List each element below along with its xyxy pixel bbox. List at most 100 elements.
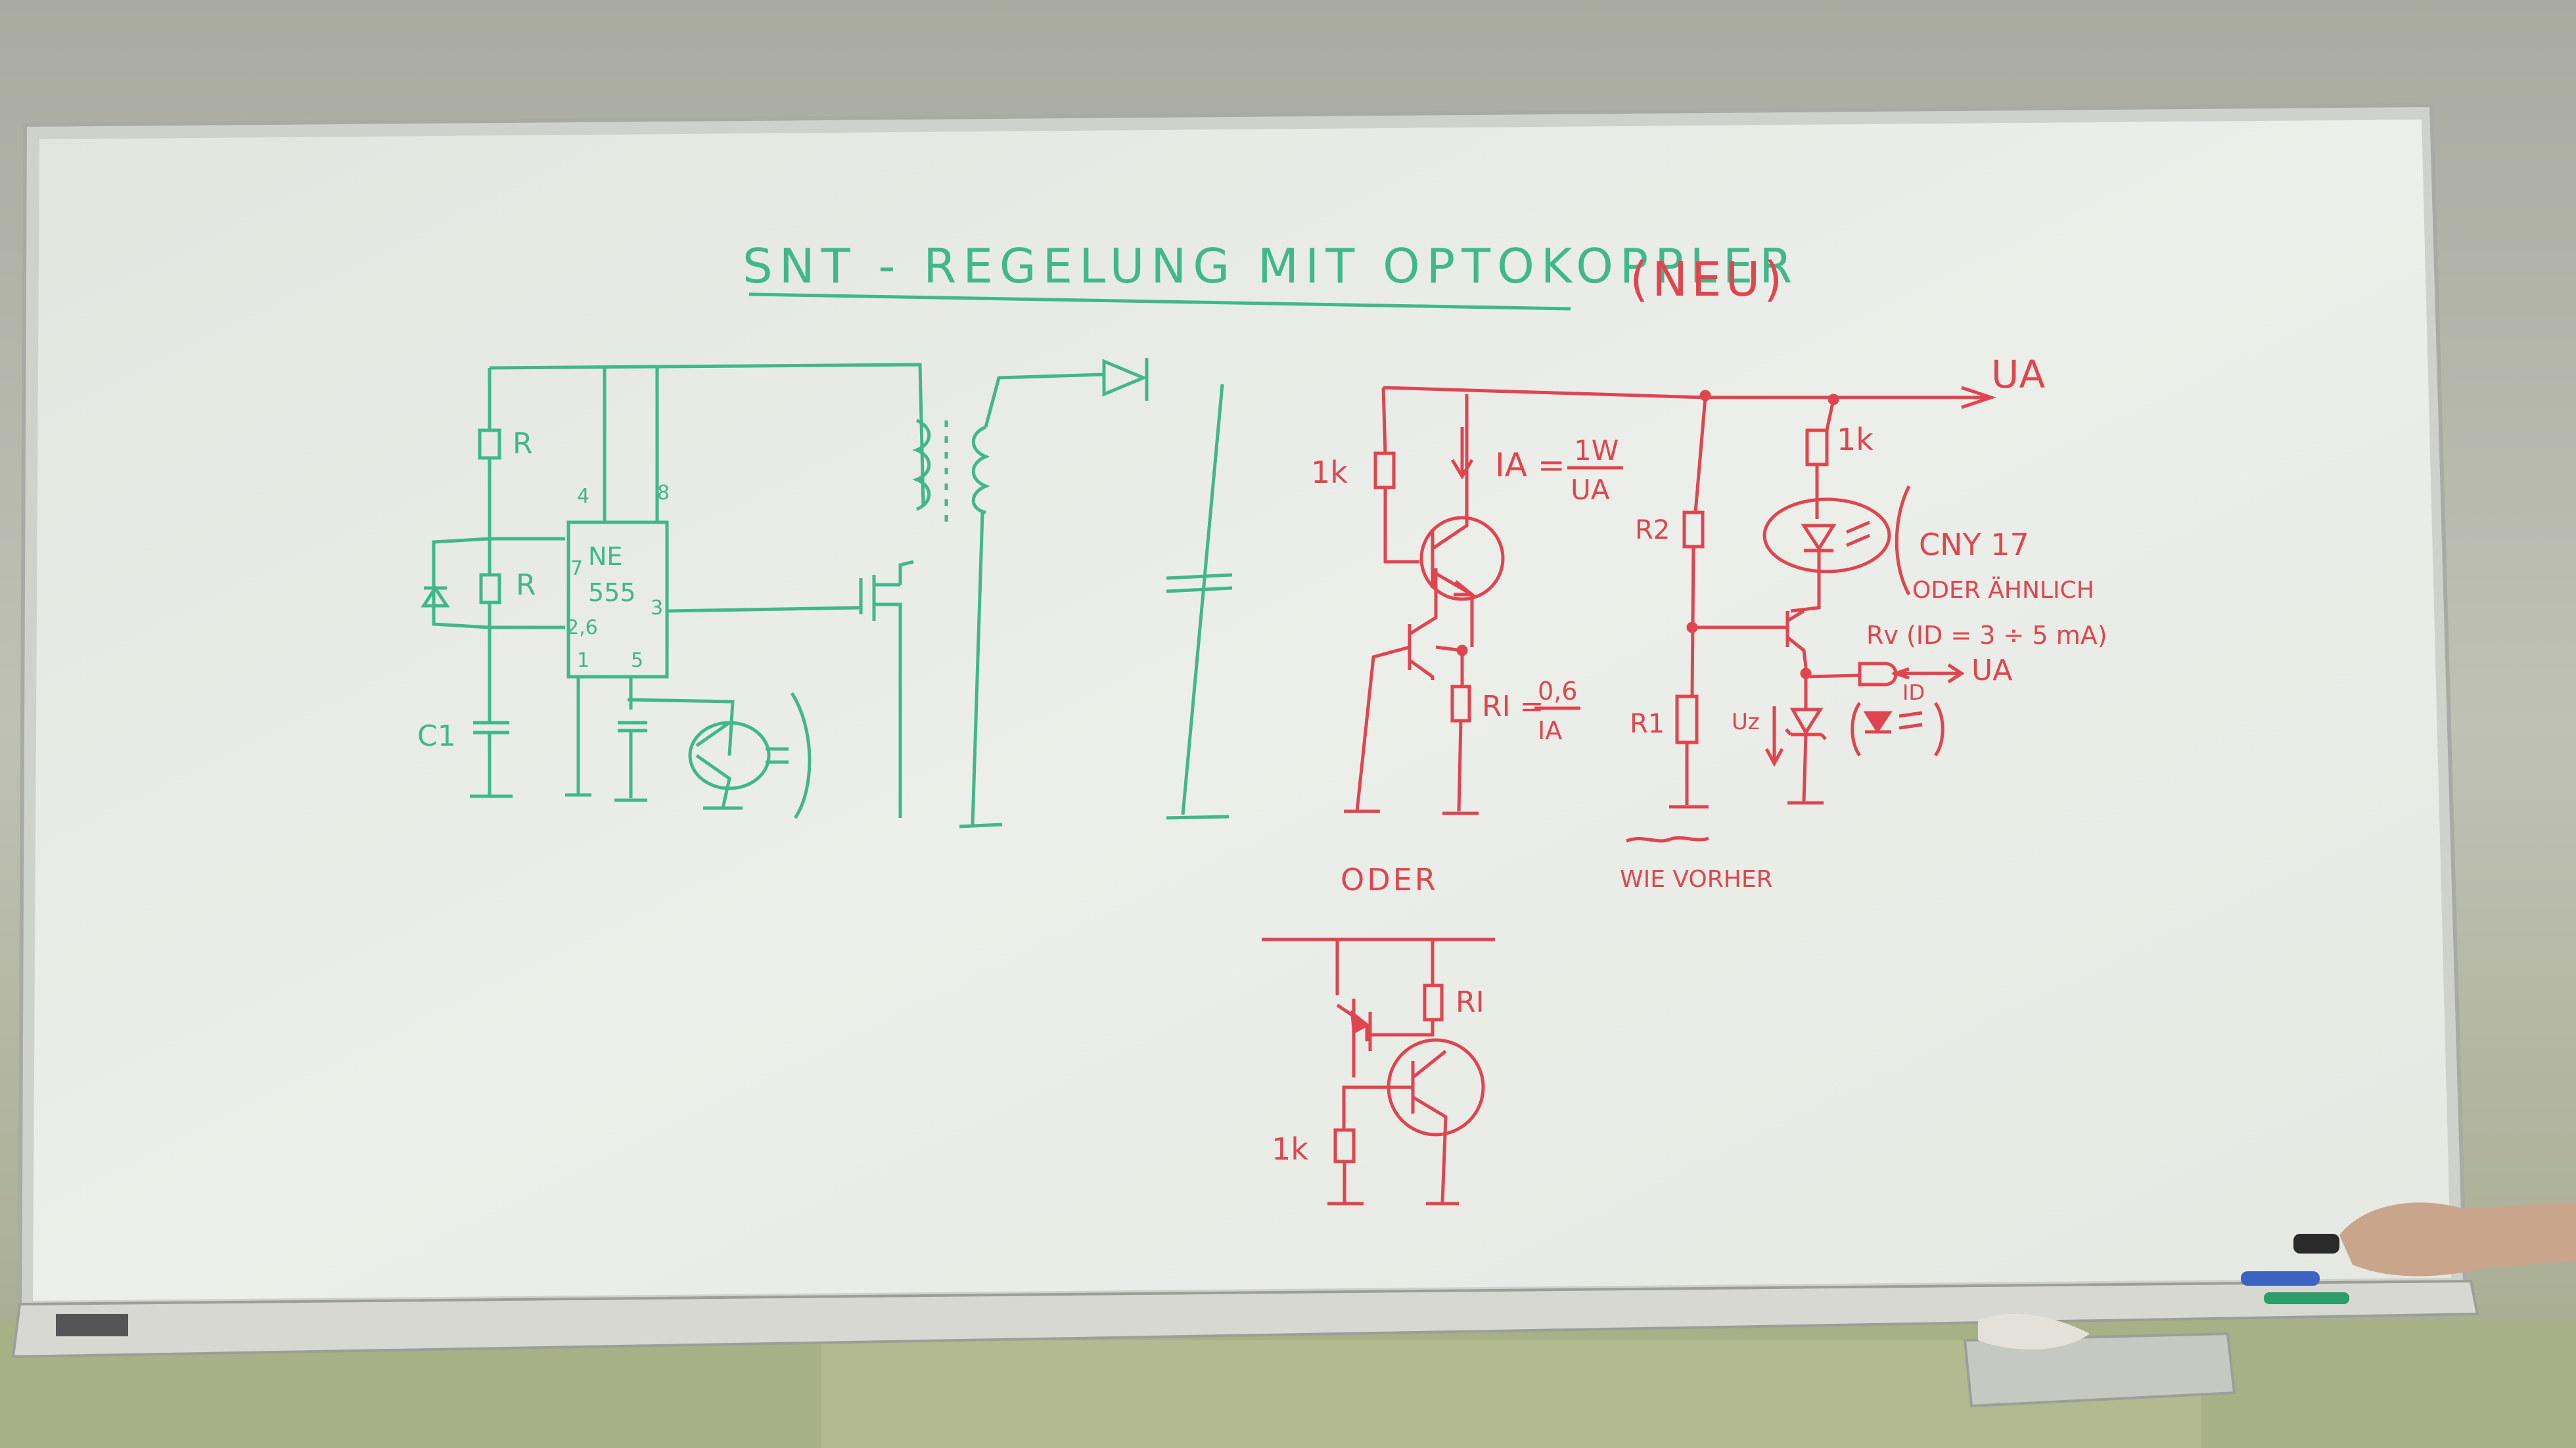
label-1k-right: 1k	[1837, 422, 1874, 457]
label-output-ua: UA	[1991, 352, 2045, 397]
blue-marker	[2241, 1271, 2320, 1286]
label-pin7: 7	[570, 557, 583, 580]
red-labels: UA 1k IA = 1W UA RI = 0,6 IA R2 R1 1k CN…	[1311, 352, 2107, 897]
alt-base-link	[1342, 1085, 1413, 1130]
transistor-arrow	[1454, 580, 1477, 597]
top-rail	[489, 363, 925, 507]
label-alt-ri: RI	[1456, 985, 1484, 1019]
alt-base-wire	[1352, 999, 1372, 1077]
opto-transistor-green	[627, 698, 743, 810]
label-pin26: 2,6	[566, 616, 598, 639]
uz-arrow	[1764, 706, 1784, 767]
zener-ground	[1787, 734, 1824, 805]
green-labels: R R C1 NE 555 4 8 7 2,6 3 1 5	[417, 427, 670, 753]
node-ri	[1456, 645, 1468, 656]
label-r-mid: R	[516, 568, 536, 602]
rv-output-arrow	[1893, 663, 1965, 684]
wire-r2-r1	[1690, 546, 1695, 697]
whiteboard-surface	[33, 120, 2451, 1301]
regulating-transistor	[1785, 609, 1808, 667]
label-rv-note: Rv (ID = 3 ÷ 5 mA)	[1866, 621, 2107, 650]
wire-1k-right-top	[1825, 399, 1835, 431]
label-id: ID	[1902, 680, 1925, 705]
opto-ellipse	[1762, 497, 1891, 574]
r1-ground	[1669, 742, 1709, 809]
label-1k-left: 1k	[1311, 455, 1348, 490]
opto-arrows-green	[766, 747, 789, 764]
c1-ground	[470, 733, 513, 798]
marker-tray	[11, 1279, 2479, 1359]
secondary-ground	[959, 512, 1003, 828]
current-arrow	[1450, 427, 1474, 480]
id-arrow	[1891, 667, 1910, 680]
pin5-ground	[614, 731, 647, 802]
pins-1-5	[576, 677, 633, 795]
label-ri-num: 0,6	[1538, 677, 1577, 706]
label-ia-den: UA	[1571, 474, 1610, 506]
led-symbol	[1863, 711, 1893, 734]
label-oder-aehnlich: ODER ÄHNLICH	[1912, 576, 2094, 604]
pins-4-8	[603, 368, 659, 522]
led-paren-right	[1933, 702, 1944, 757]
eraser-basket	[1963, 1332, 2236, 1408]
secondary-top	[984, 373, 1105, 428]
wie-vorher-squiggle	[1626, 836, 1709, 843]
green-marker	[2264, 1292, 2349, 1304]
label-r-top: R	[513, 427, 533, 461]
alt-circuit	[1262, 938, 1495, 1206]
label-uz: Uz	[1732, 709, 1760, 735]
led-light-arrows	[1898, 711, 1923, 730]
ri-ground	[1442, 720, 1479, 815]
label-cny17: CNY 17	[1919, 527, 2029, 562]
label-alt-1k: 1k	[1272, 1131, 1308, 1167]
brand-plate	[56, 1314, 128, 1336]
label-oder: ODER	[1341, 862, 1438, 897]
green-circuit	[421, 358, 1233, 828]
label-pin4: 4	[577, 485, 589, 508]
label-r2: R2	[1635, 515, 1670, 545]
node-emitter	[1800, 667, 1812, 679]
alt-ri-bottom	[1367, 1020, 1435, 1037]
output-arrow	[1961, 386, 1996, 409]
label-ic-name: NE	[588, 542, 622, 571]
label-pin1: 1	[577, 649, 589, 672]
sense-base-wire	[1344, 645, 1410, 813]
mosfet	[859, 575, 902, 818]
label-pin5: 5	[631, 649, 643, 672]
opto-bracket	[1895, 485, 1911, 596]
label-r1: R1	[1630, 709, 1665, 739]
label-ri-lhs: RI =	[1482, 690, 1544, 723]
label-wie-vorher: WIE VORHER	[1620, 866, 1773, 893]
label-ia-num: 1W	[1574, 434, 1619, 466]
black-marker	[2293, 1234, 2339, 1254]
opto-circle-green	[688, 721, 771, 790]
secondary-winding	[971, 425, 990, 514]
label-ia-lhs: IA =	[1495, 446, 1565, 484]
opto-bracket-green	[790, 692, 812, 819]
zener-diode	[1785, 677, 1827, 740]
wire-led-bottom	[1790, 551, 1821, 613]
red-circuit	[1344, 386, 1996, 843]
label-pin3: 3	[651, 597, 663, 620]
label-ri-den: IA	[1538, 716, 1562, 745]
wire-r2-top	[1693, 397, 1707, 513]
resistor-rv	[1858, 662, 1898, 687]
label-c1: C1	[417, 719, 456, 753]
title: SNT - REGELUNG MIT OPTOKOPPLER (NEU)	[743, 238, 1799, 311]
title-text: SNT - REGELUNG MIT OPTOKOPPLER	[743, 238, 1799, 294]
pin3-gate-wire	[666, 606, 862, 613]
ic-555	[566, 520, 669, 679]
cloth	[1978, 1313, 2090, 1349]
label-pin8: 8	[657, 482, 670, 505]
diode-symbol	[421, 585, 450, 608]
wire-1k-base	[1383, 487, 1419, 564]
opto-light-arrows	[1846, 520, 1870, 547]
alt-ground	[1327, 1162, 1459, 1206]
label-ic-number: 555	[588, 578, 636, 607]
output-diode	[1102, 358, 1149, 401]
transistor-circle	[1419, 516, 1505, 601]
title-suffix: (NEU)	[1630, 252, 1786, 307]
wire-1k-top	[1381, 387, 1387, 454]
diode-loop	[432, 537, 490, 629]
